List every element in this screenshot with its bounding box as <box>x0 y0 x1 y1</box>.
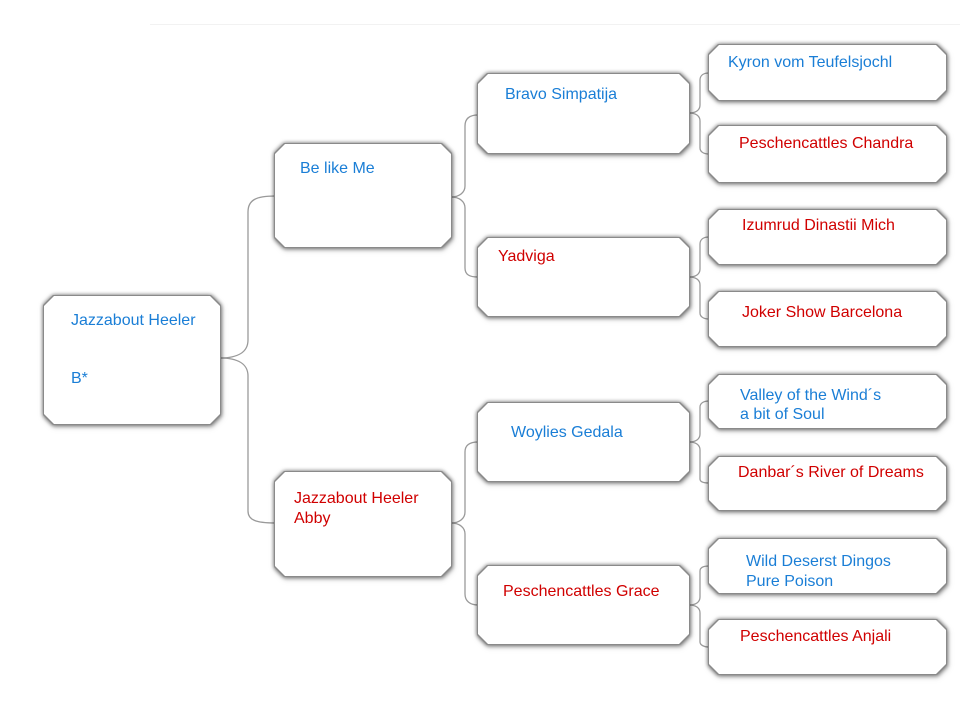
ggp-box-4[interactable]: Joker Show Barcelona <box>709 292 946 346</box>
dam-name-line2: Abby <box>294 510 331 527</box>
ggp-box-2[interactable]: Peschencattles Chandra <box>709 126 946 182</box>
ggp-box-6[interactable]: Danbar´s River of Dreams <box>709 457 946 510</box>
connector-sire <box>450 114 479 278</box>
connector-sd <box>688 236 710 320</box>
ggp-name-line1: Wild Deserst Dingos <box>746 553 891 570</box>
dam-dam-name: Peschencattles Grace <box>503 583 660 600</box>
ggp-name-line2: a bit of Soul <box>740 406 825 423</box>
sire-sire-box[interactable]: Bravo Simpatija <box>478 74 689 153</box>
sire-name: Be like Me <box>300 160 375 177</box>
ggp-name-line1: Valley of the Wind´s <box>740 387 882 404</box>
connector-dd <box>688 565 710 648</box>
ggp-box-1[interactable]: Kyron vom Teufelsjochl <box>709 45 946 100</box>
sire-box[interactable]: Be like Me <box>275 144 451 247</box>
sire-sire-name: Bravo Simpatija <box>505 86 618 103</box>
dam-name-line1: Jazzabout Heeler <box>294 490 419 507</box>
ggp-name-line2: Pure Poison <box>746 573 834 590</box>
sire-dam-name: Yadviga <box>498 248 555 265</box>
ggp-name: Izumrud Dinastii Mich <box>742 217 895 234</box>
dam-sire-name: Woylies Gedala <box>511 424 623 441</box>
connector-ds <box>688 400 710 484</box>
connector-dam <box>450 441 479 606</box>
ggp-name: Danbar´s River of Dreams <box>738 464 924 481</box>
sire-dam-box[interactable]: Yadviga <box>478 238 689 316</box>
ggp-box-5[interactable]: Valley of the Wind´s a bit of Soul <box>709 375 946 428</box>
ggp-name: Joker Show Barcelona <box>742 304 903 321</box>
ggp-box-7[interactable]: Wild Deserst Dingos Pure Poison <box>709 539 946 593</box>
divider <box>150 24 960 25</box>
subject-suffix: B* <box>71 370 88 387</box>
ggp-name: Kyron vom Teufelsjochl <box>728 54 893 71</box>
subject-box[interactable]: Jazzabout Heeler B* <box>44 296 220 424</box>
subject-name: Jazzabout Heeler <box>71 312 196 329</box>
ggp-name: Peschencattles Anjali <box>740 628 892 645</box>
ggp-box-3[interactable]: Izumrud Dinastii Mich <box>709 210 946 264</box>
ggp-name: Peschencattles Chandra <box>739 135 914 152</box>
dam-box[interactable]: Jazzabout Heeler Abby <box>275 472 451 576</box>
connector-ss <box>688 72 710 155</box>
ggp-box-8[interactable]: Peschencattles Anjali <box>709 620 946 674</box>
connector-gen1 <box>219 195 276 524</box>
dam-sire-box[interactable]: Woylies Gedala <box>478 403 689 481</box>
dam-dam-box[interactable]: Peschencattles Grace <box>478 566 689 644</box>
